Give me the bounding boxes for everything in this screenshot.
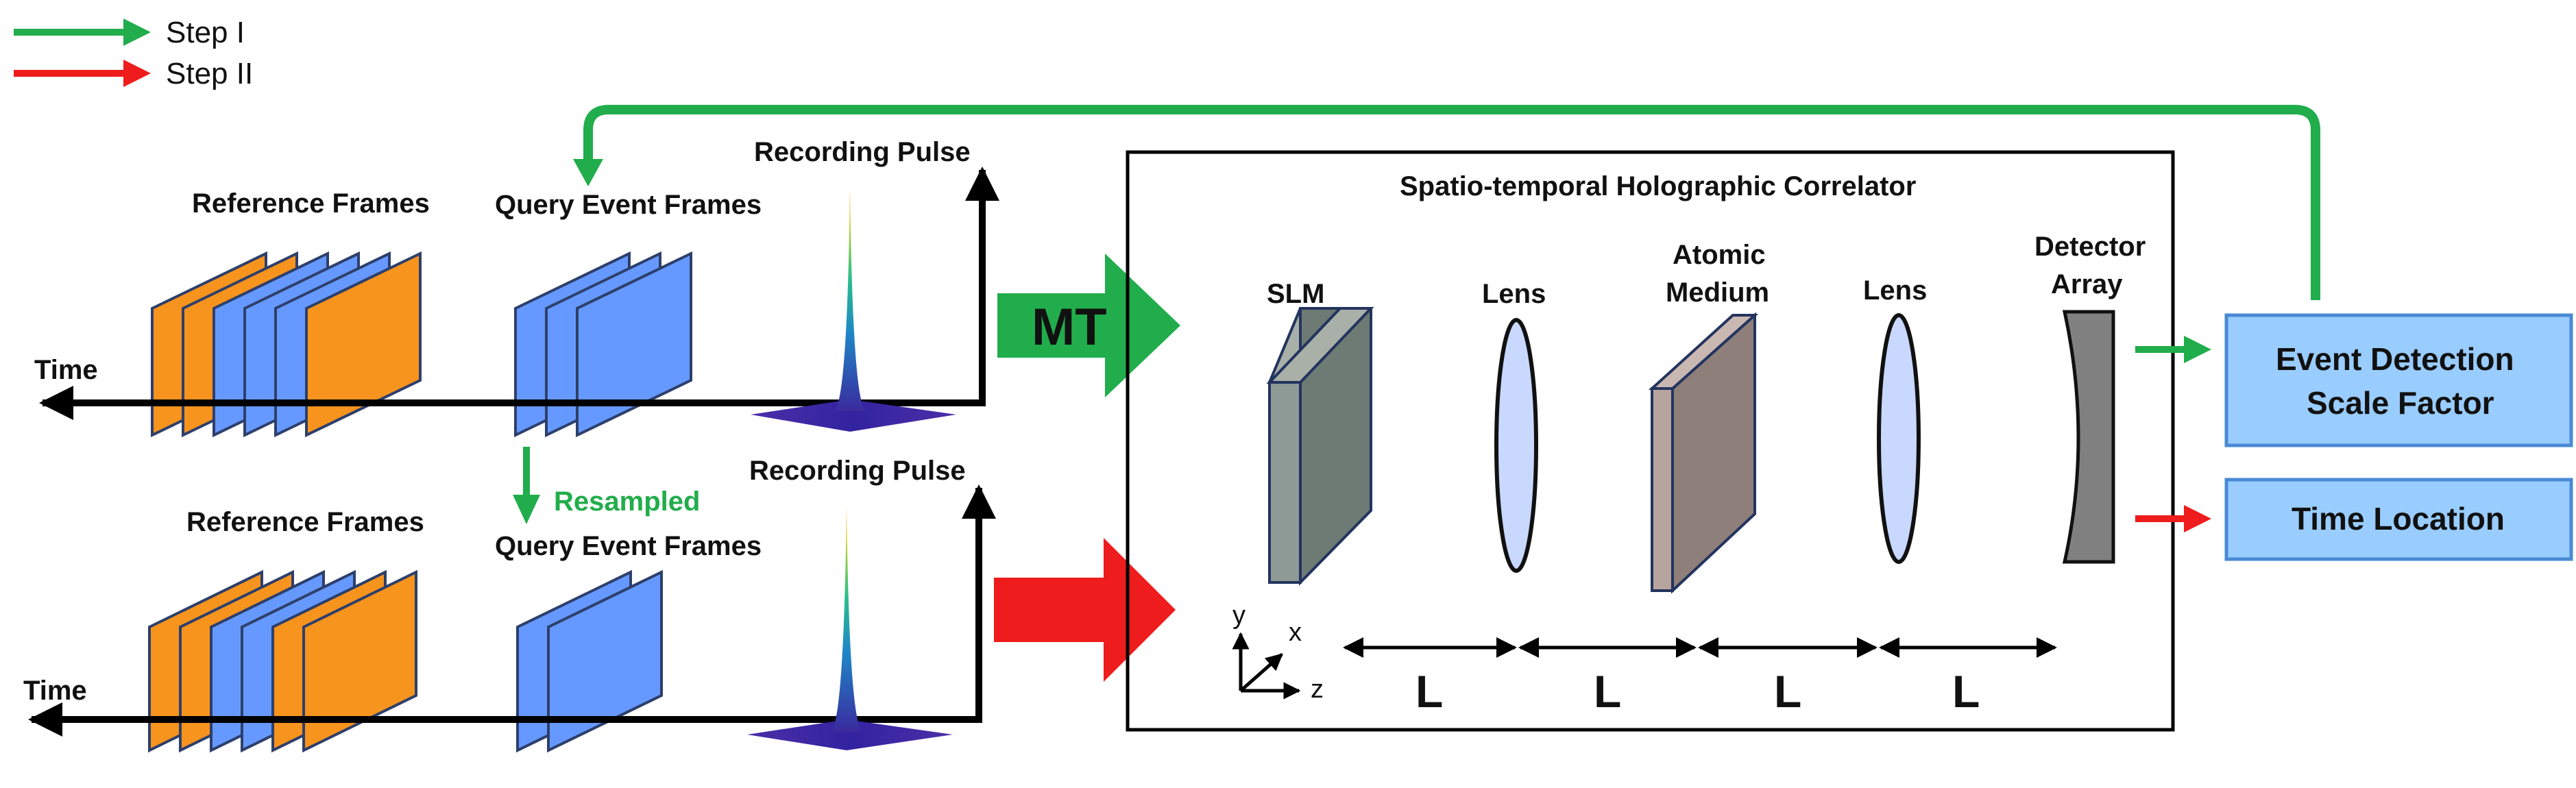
x-axis-label: x: [1289, 618, 1302, 647]
bottom-reference-label: Reference Frames: [186, 507, 424, 537]
time-red-arrow-head: [2184, 505, 2211, 532]
slm: [1266, 307, 1374, 586]
medium-label-line2: Medium: [1666, 278, 1769, 308]
y-axis-label: y: [1232, 601, 1246, 630]
coordinate-axes: y x z: [1232, 601, 1324, 704]
distance-label: L: [1774, 666, 1801, 717]
z-axis-label: z: [1311, 675, 1324, 704]
top-time-label: Time: [34, 355, 98, 385]
pulse-base: [751, 399, 956, 432]
legend-step2-arrow-head: [123, 60, 151, 87]
pulse-base: [747, 719, 953, 750]
bottom-row: Reference Frames Query Event Frames Reco…: [23, 447, 1176, 753]
bottom-pulse-label: Recording Pulse: [749, 456, 966, 486]
top-recording-pulse: [751, 188, 956, 432]
distance-label: L: [1415, 666, 1443, 717]
top-query-label: Query Event Frames: [495, 190, 762, 220]
lens2: [1877, 313, 1921, 564]
query-frame: [547, 569, 663, 753]
medium-front: [1651, 387, 1674, 592]
time-location-box: [2224, 478, 2573, 561]
reference-frame: [305, 251, 422, 438]
outputs: Event Detection Scale Factor Time Locati…: [2135, 313, 2573, 561]
resampled-arrow-head: [513, 495, 540, 524]
resampled-label: Resampled: [554, 487, 700, 517]
lens2-label: Lens: [1863, 275, 1927, 306]
bottom-query-frames: [516, 569, 663, 753]
feedback-arrow-path: [583, 105, 2320, 300]
step2-arrow-shape: [994, 538, 1176, 682]
top-pulse-label: Recording Pulse: [754, 137, 971, 167]
pulse-peak: [834, 188, 866, 411]
medium-face: [1671, 312, 1756, 594]
bottom-reference-frames: [148, 569, 417, 753]
medium-label-line1: Atomic: [1673, 240, 1766, 270]
correlator-title: Spatio-temporal Holographic Correlator: [1400, 171, 1916, 201]
legend-step1-arrow-head: [123, 19, 151, 46]
detector-array: [2062, 310, 2115, 564]
feedback-arrow: [573, 105, 2320, 300]
reference-frame: [302, 569, 417, 753]
top-reference-label: Reference Frames: [192, 188, 430, 219]
top-query-frames: [514, 251, 692, 438]
event-detection-label-line2: Scale Factor: [2307, 385, 2494, 421]
bottom-query-label: Query Event Frames: [495, 531, 762, 561]
event-detection-label-line1: Event Detection: [2276, 341, 2514, 377]
feedback-arrow-head: [573, 159, 603, 186]
bottom-time-label: Time: [23, 676, 87, 706]
slm-top-edge: [1266, 307, 1374, 384]
event-detection-box: [2224, 313, 2573, 447]
legend-step1: Step I: [14, 16, 245, 49]
slm-label: SLM: [1267, 279, 1324, 309]
detector-label-line2: Array: [2051, 269, 2123, 299]
legend: Step I Step II: [14, 16, 253, 90]
distance-markers: L L L L: [1343, 637, 2057, 717]
top-reference-frames: [151, 251, 422, 438]
pulse-peak: [830, 506, 863, 732]
mt-arrow-shape: [997, 254, 1180, 397]
correlator-frame: [1126, 150, 2175, 732]
correlator: Spatio-temporal Holographic Correlator S…: [1126, 150, 2175, 732]
bottom-recording-pulse: [747, 506, 953, 750]
event-green-arrow-head: [2184, 336, 2211, 363]
mt-arrow: MT: [997, 254, 1180, 397]
top-row: Reference Frames Query Event Frames Reco…: [34, 137, 1180, 438]
legend-step1-label: Step I: [166, 16, 245, 49]
legend-step2-label: Step II: [166, 57, 253, 90]
mt-arrow-label: MT: [1032, 298, 1107, 356]
x-axis: [1239, 653, 1283, 692]
time-location-label: Time Location: [2292, 501, 2505, 537]
query-frame: [576, 251, 692, 438]
distance-label: L: [1594, 666, 1621, 717]
distance-label: L: [1952, 666, 1980, 717]
detector-label-line1: Detector: [2034, 232, 2146, 262]
slm-front: [1268, 381, 1302, 584]
atomic-medium: [1648, 312, 1759, 594]
legend-step2: Step II: [14, 57, 253, 90]
lens1-label: Lens: [1482, 279, 1546, 309]
lens1: [1494, 318, 1538, 573]
